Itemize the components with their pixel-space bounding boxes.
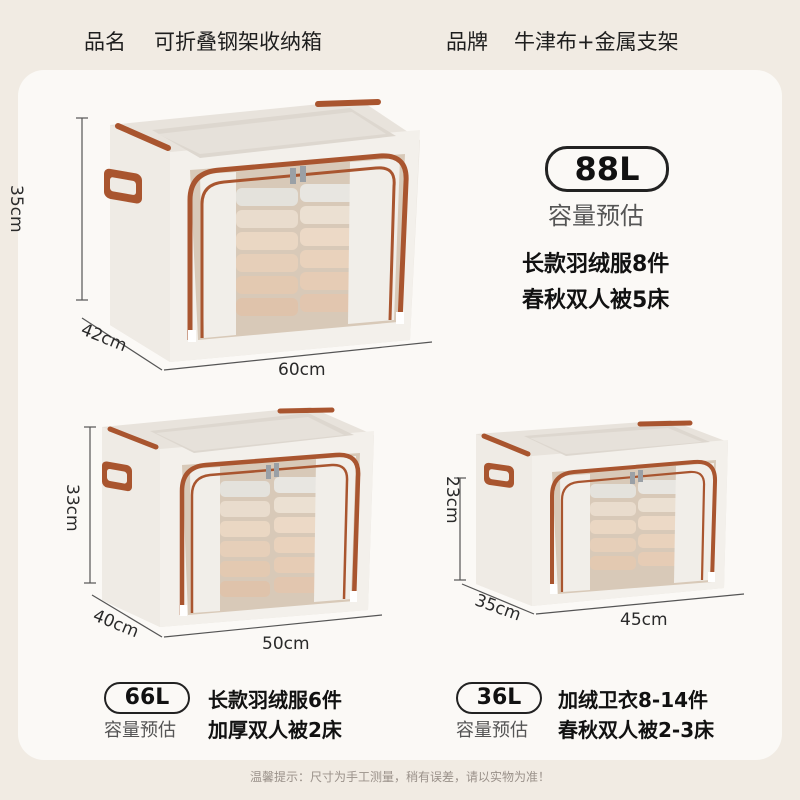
capacity-label-66l: 容量预估 bbox=[104, 720, 176, 741]
capacity-badge-66l: 66L bbox=[104, 682, 190, 714]
footer-note: 温馨提示：尺寸为手工测量，稍有误差，请以实物为准！ bbox=[249, 770, 550, 784]
capacity-desc-36l-line1: 加绒卫衣8-14件 bbox=[558, 688, 709, 712]
capacity-desc-88l-line2: 春秋双人被5床 bbox=[522, 288, 670, 313]
folded-clothes-88l bbox=[236, 184, 362, 316]
header: 品名 可折叠钢架收纳箱 品牌 牛津布+金属支架 bbox=[0, 0, 800, 70]
brand-value: 牛津布+金属支架 bbox=[514, 30, 679, 54]
capacity-badge-88l: 88L bbox=[545, 146, 669, 192]
storage-box-66l-image bbox=[84, 407, 383, 638]
product-name-value: 可折叠钢架收纳箱 bbox=[154, 30, 322, 54]
dimension-height-66l: 33cm bbox=[62, 484, 82, 532]
capacity-desc-66l-line1: 长款羽绒服6件 bbox=[208, 688, 342, 712]
capacity-badge-36l: 36L bbox=[456, 682, 542, 714]
dimension-height-88l: 35cm bbox=[6, 185, 26, 233]
capacity-desc-66l-line2: 加厚双人被2床 bbox=[208, 718, 342, 742]
dimension-width-66l: 50cm bbox=[262, 634, 310, 654]
folded-clothes-66l bbox=[220, 477, 324, 597]
dimension-width-36l: 45cm bbox=[620, 610, 668, 630]
brand-label: 品牌 bbox=[446, 30, 488, 54]
dimension-height-36l: 23cm bbox=[442, 476, 462, 524]
storage-box-88l-image bbox=[76, 99, 433, 371]
capacity-desc-88l-line1: 长款羽绒服8件 bbox=[522, 252, 670, 277]
dimension-width-88l: 60cm bbox=[278, 360, 326, 380]
storage-box-36l-image bbox=[454, 420, 745, 615]
capacity-label-36l: 容量预估 bbox=[456, 720, 528, 741]
capacity-label-88l: 容量预估 bbox=[548, 202, 644, 230]
capacity-desc-36l-line2: 春秋双人被2-3床 bbox=[558, 718, 715, 742]
product-name-label: 品名 bbox=[84, 30, 126, 54]
folded-clothes-36l bbox=[590, 480, 684, 570]
